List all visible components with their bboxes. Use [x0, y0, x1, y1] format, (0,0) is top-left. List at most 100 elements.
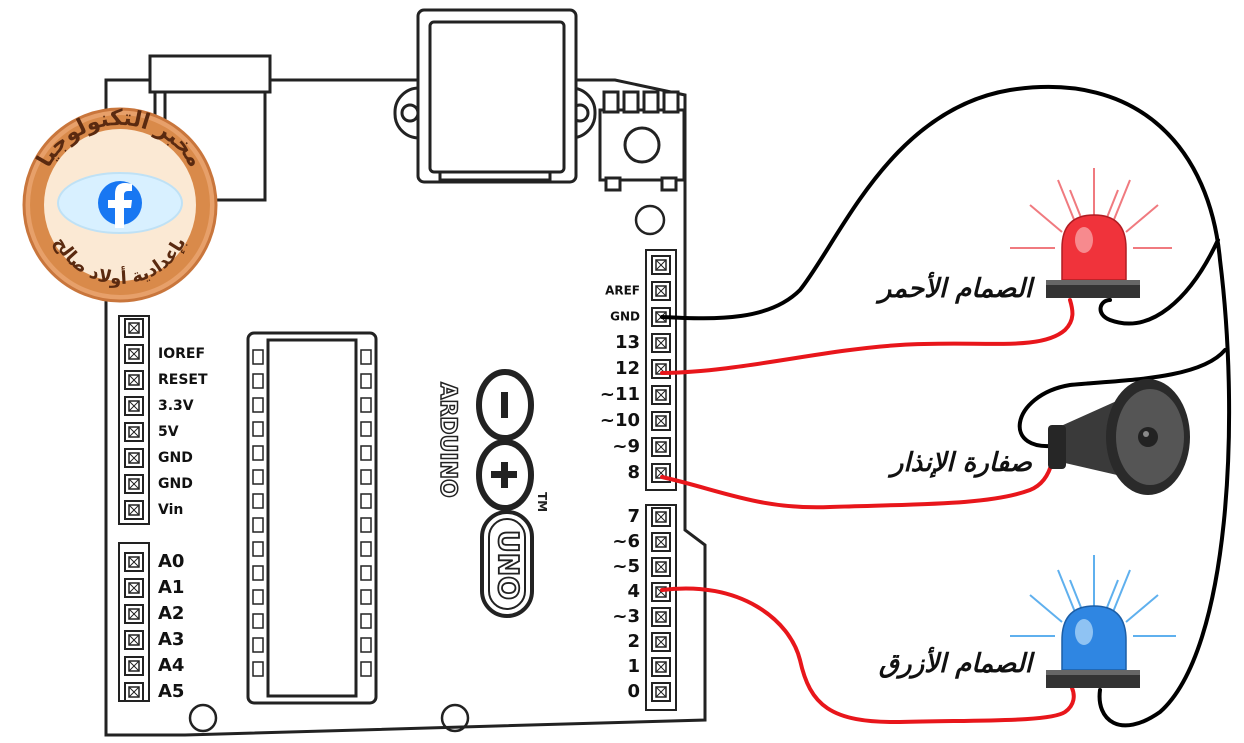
power-pin-label: Vin — [158, 502, 183, 518]
chip-pin — [252, 613, 264, 629]
header-pin-empty — [651, 255, 671, 275]
header-pin — [124, 630, 144, 650]
header-pin — [124, 578, 144, 598]
chip-pin — [252, 469, 264, 485]
digital-pin-label: 12 — [615, 358, 640, 379]
header-pin — [124, 604, 144, 624]
chip-pin — [360, 613, 372, 629]
header-pin — [124, 474, 144, 494]
power-pin-label: 3.3V — [158, 398, 194, 414]
chip-pin — [252, 589, 264, 605]
chip-pin — [360, 421, 372, 437]
analog-pin-label: A2 — [158, 603, 184, 624]
chip-pin — [252, 373, 264, 389]
header-pin — [651, 437, 671, 457]
wires — [660, 84, 1232, 728]
digital-pin-label: ~10 — [600, 410, 640, 431]
chip-pin — [360, 541, 372, 557]
header-pin — [124, 656, 144, 676]
digital-pin-label: ~3 — [612, 606, 640, 627]
chip-pin — [360, 469, 372, 485]
chip-pin — [360, 373, 372, 389]
uno-badge: UNO — [480, 510, 534, 618]
header-pin — [651, 281, 671, 301]
chip-pin — [252, 637, 264, 653]
header-pin — [124, 344, 144, 364]
analog-pin-label: A1 — [158, 577, 184, 598]
chip-pin — [360, 565, 372, 581]
blue-warning-light — [1010, 555, 1176, 688]
siren — [1048, 379, 1190, 495]
digital-pin-label: 4 — [627, 581, 640, 602]
power-pin-label: GND — [158, 476, 193, 492]
usb-connector — [393, 8, 597, 184]
header-pin — [651, 532, 671, 552]
digital-pin-label: AREF — [605, 284, 640, 298]
digital-pin-label: 1 — [627, 656, 640, 677]
chip-pin — [252, 421, 264, 437]
digital-bottom-pins: 7 ~6 ~5 4 ~3 2 1 0 — [612, 506, 671, 702]
chip-pin — [360, 349, 372, 365]
header-pin — [651, 557, 671, 577]
digital-pin-label: 0 — [627, 681, 640, 702]
ground-wire-siren — [1017, 348, 1227, 449]
chip-pin — [252, 349, 264, 365]
siren-label: صفارة الإنذار — [887, 448, 1033, 478]
blue-light-label: الصمام الأزرق — [879, 646, 1036, 679]
header-pin — [651, 607, 671, 627]
chip-pin — [360, 445, 372, 461]
digital-pin-label: 2 — [627, 631, 640, 652]
power-pin-label: GND — [158, 450, 193, 466]
header-pin — [651, 682, 671, 702]
header-pin — [124, 500, 144, 520]
header-pin — [124, 370, 144, 390]
arduino-logo: ARDUINO — [434, 369, 534, 511]
chip-pin — [252, 565, 264, 581]
header-pin — [124, 682, 144, 702]
header-pin — [651, 359, 671, 379]
red-warning-light — [1010, 168, 1172, 298]
signal-wire-pin12 — [660, 298, 1075, 375]
analog-pin-label: A4 — [158, 655, 184, 676]
facebook-icon — [98, 181, 142, 228]
digital-pin-label: ~11 — [600, 384, 640, 405]
header-pin — [124, 448, 144, 468]
digital-pin-label: 7 — [627, 506, 640, 527]
analog-pin-label: A0 — [158, 551, 184, 572]
uno-label: UNO — [492, 530, 525, 600]
trademark-label: TM — [535, 492, 549, 512]
power-pin-label: 5V — [158, 424, 179, 440]
header-pin — [124, 552, 144, 572]
chip-pin — [360, 397, 372, 413]
header-pin — [124, 422, 144, 442]
header-pin — [651, 333, 671, 353]
header-pin — [651, 411, 671, 431]
header-pin — [651, 507, 671, 527]
chip-pin — [252, 397, 264, 413]
header-pin — [124, 396, 144, 416]
digital-pin-label: ~6 — [612, 531, 640, 552]
lab-logo: مخبر التكنولوجيا بإعدادية أولاد صالح — [22, 106, 218, 303]
signal-wire-pin8 — [660, 460, 1054, 510]
digital-pin-label: 8 — [627, 462, 640, 483]
chip-pin — [360, 661, 372, 677]
ground-wire — [660, 84, 1232, 728]
chip-pin — [252, 445, 264, 461]
power-pins: IOREF RESET 3.3V 5V GND GND Vin — [124, 318, 208, 520]
ground-wire-red-light — [1098, 238, 1220, 326]
chip-pin — [252, 517, 264, 533]
header-pin — [651, 632, 671, 652]
reset-button — [598, 90, 686, 192]
chip-pin — [252, 493, 264, 509]
header-pin — [651, 582, 671, 602]
chip-pin — [360, 517, 372, 533]
digital-pin-label: ~5 — [612, 556, 640, 577]
red-light-label: الصمام الأحمر — [875, 271, 1036, 304]
header-pin-empty — [124, 318, 144, 338]
power-pin-label: RESET — [158, 372, 208, 388]
power-pin-label: IOREF — [158, 346, 205, 362]
analog-pin-label: A3 — [158, 629, 184, 650]
arduino-brand-label: ARDUINO — [435, 382, 460, 497]
